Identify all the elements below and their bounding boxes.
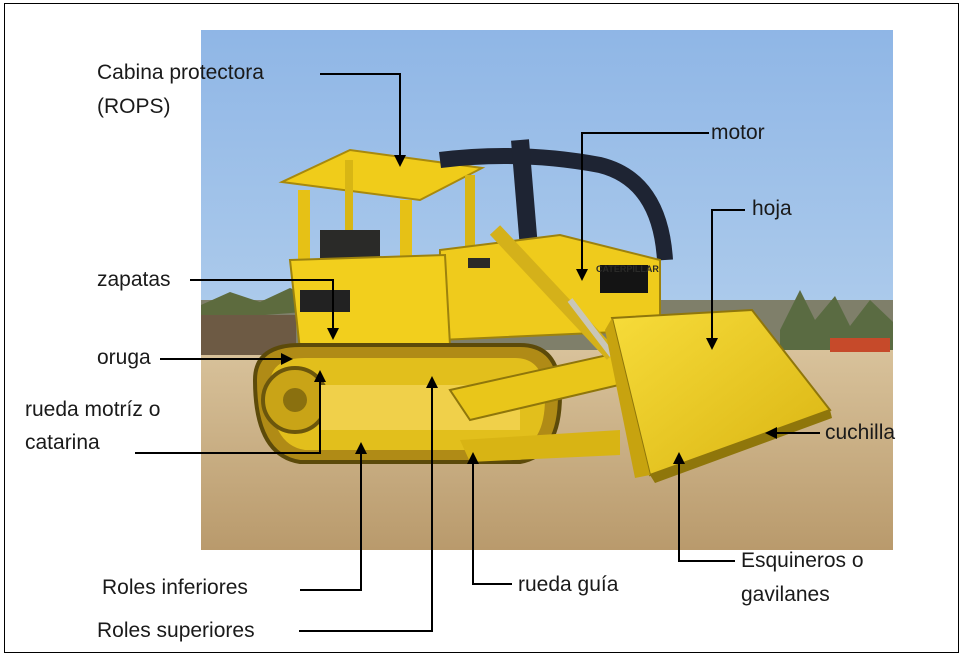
label-rops: (ROPS) bbox=[97, 95, 171, 118]
leader-rueda-guia bbox=[472, 462, 512, 585]
leader-motor bbox=[581, 132, 709, 271]
label-roles-inferiores: Roles inferiores bbox=[102, 576, 248, 599]
label-rueda-guia: rueda guía bbox=[518, 573, 619, 596]
label-esquineros: Esquineros o bbox=[741, 549, 864, 572]
label-hoja: hoja bbox=[752, 197, 792, 220]
arrow-esquineros bbox=[673, 452, 685, 464]
arrow-roles-superiores bbox=[426, 376, 438, 388]
arrow-roles-inferiores bbox=[355, 442, 367, 454]
leader-roles-superiores bbox=[299, 386, 433, 632]
arrow-zapatas bbox=[327, 328, 339, 340]
arrow-rueda-motriz bbox=[314, 370, 326, 382]
arrow-motor bbox=[576, 269, 588, 281]
leader-hoja bbox=[711, 209, 745, 340]
label-roles-superiores: Roles superiores bbox=[97, 619, 255, 642]
brand-decal: CATERPILLAR bbox=[596, 264, 659, 274]
arrow-cabina bbox=[394, 155, 406, 167]
leader-cabina bbox=[320, 73, 401, 157]
bulldozer: CATERPILLAR bbox=[252, 139, 832, 483]
arrow-oruga bbox=[281, 353, 293, 365]
leader-roles-inferiores bbox=[300, 452, 362, 591]
label-cabina-protectora: Cabina protectora bbox=[97, 61, 264, 84]
label-oruga: oruga bbox=[97, 346, 151, 369]
label-rueda-motriz: rueda motríz o bbox=[25, 398, 161, 421]
arrow-hoja bbox=[706, 338, 718, 350]
label-zapatas: zapatas bbox=[97, 268, 171, 291]
leader-rueda-motriz bbox=[135, 380, 321, 454]
label-gavilanes: gavilanes bbox=[741, 583, 830, 606]
label-cuchilla: cuchilla bbox=[825, 421, 896, 444]
figure-border bbox=[4, 3, 959, 653]
arrow-rueda-guia bbox=[467, 452, 479, 464]
label-motor: motor bbox=[711, 121, 765, 144]
arrow-cuchilla bbox=[765, 427, 777, 439]
blade bbox=[605, 308, 832, 483]
leader-zapatas bbox=[190, 279, 334, 330]
label-catarina: catarina bbox=[25, 431, 100, 454]
leader-esquineros bbox=[678, 462, 735, 562]
